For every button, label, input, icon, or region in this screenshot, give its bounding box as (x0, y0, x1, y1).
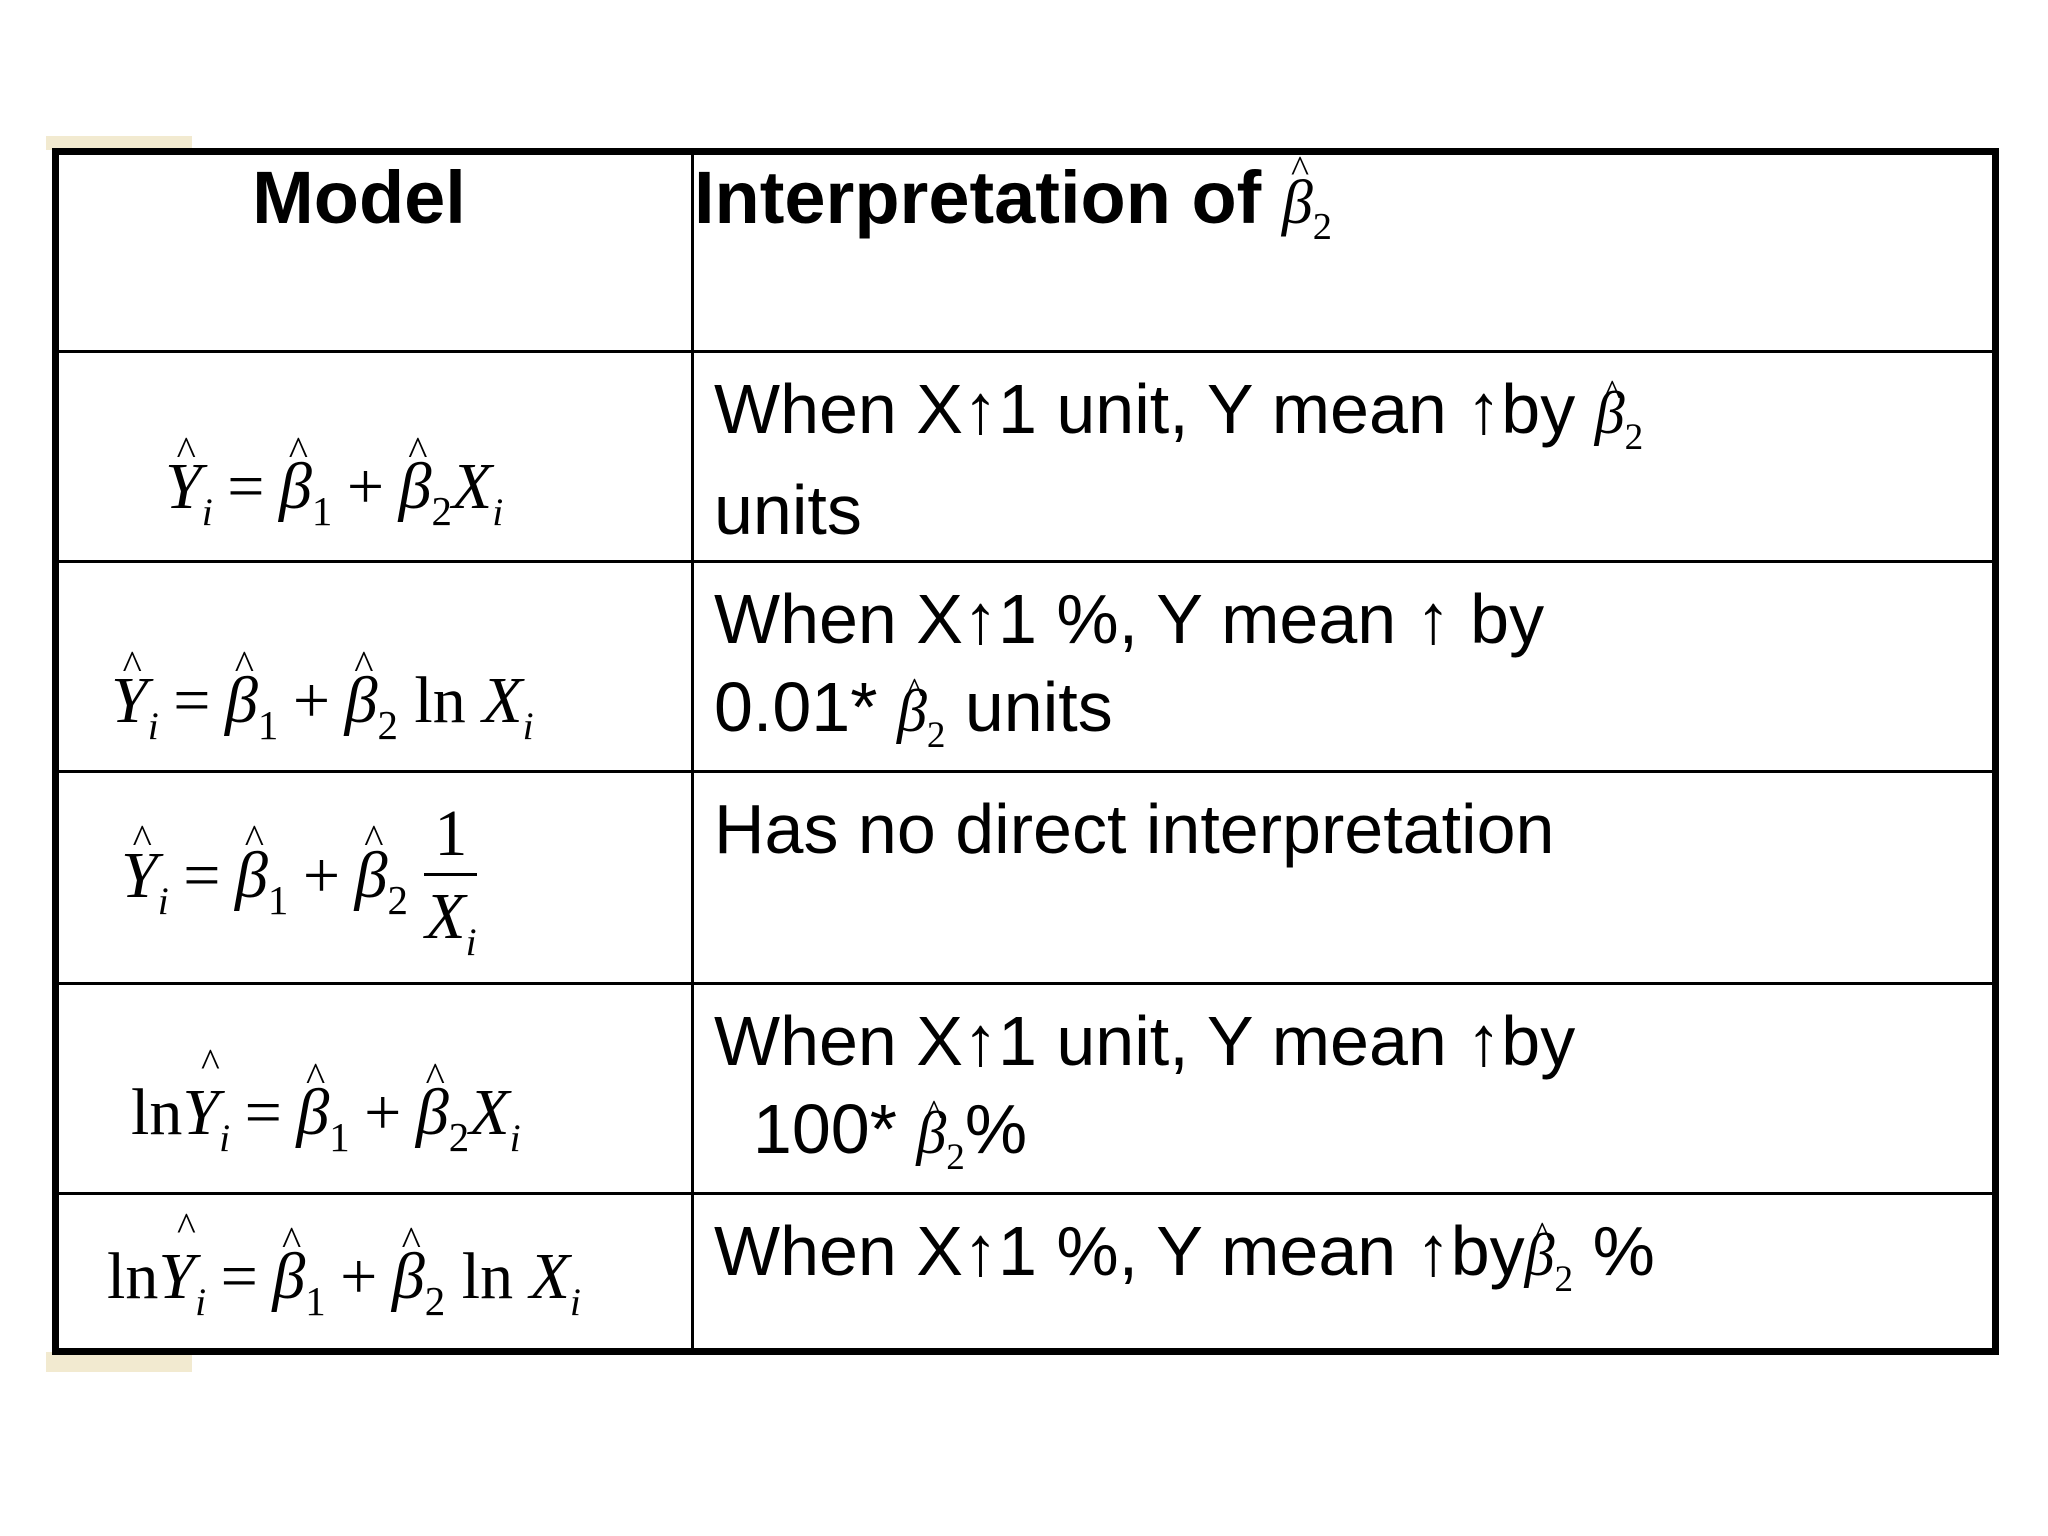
model-cell-lin-log: Yi=β1+β2 ln Xi (54, 560, 694, 773)
beta2-hat-symbol: β2 (897, 678, 945, 756)
table-row: ln^Yi=β1+β2Xi When X↑1 unit, Y mean ↑by … (54, 982, 1997, 1195)
equation-reciprocal: Yi=β1+β2 1Xi (121, 801, 478, 962)
interp-cell-reciprocal: Has no direct interpretation (691, 770, 1997, 985)
beta2-hat-symbol: β2 (1525, 1222, 1573, 1300)
beta2-hat-symbol: β2 (1595, 380, 1643, 458)
beta2-hat-symbol: β2 (916, 1100, 964, 1178)
model-interpretation-table: Model Interpretation of β2 Yi=β1+β2Xi Wh… (52, 148, 1999, 1355)
equation-log-lin: ln^Yi=β1+β2Xi (131, 1040, 521, 1160)
model-cell-lin-lin: Yi=β1+β2Xi (54, 350, 694, 563)
interp-cell-lin-lin: When X↑1 unit, Y mean ↑by β2 units (691, 350, 1997, 563)
header-model: Model (54, 150, 694, 353)
interp-cell-log-log: When X↑1 %, Y mean ↑byβ2 % (691, 1192, 1997, 1353)
equation-log-log: ln^Yi=β1+β2 ln Xi (107, 1204, 581, 1324)
model-cell-log-log: ln^Yi=β1+β2 ln Xi (54, 1192, 694, 1353)
table-header-row: Model Interpretation of β2 (54, 150, 1997, 353)
table-row: ln^Yi=β1+β2 ln Xi When X↑1 %, Y mean ↑by… (54, 1192, 1997, 1353)
beta2-hat-symbol: β2 (1282, 169, 1332, 248)
table-row: Yi=β1+β2Xi When X↑1 unit, Y mean ↑by β2 … (54, 350, 1997, 563)
equation-lin-log: Yi=β1+β2 ln Xi (111, 663, 534, 748)
model-cell-reciprocal: Yi=β1+β2 1Xi (54, 770, 694, 985)
decorative-tab-top (46, 136, 192, 150)
table-row: Yi=β1+β2 ln Xi When X↑1 %, Y mean ↑ by 0… (54, 560, 1997, 773)
table-row: Yi=β1+β2 1Xi Has no direct interpretatio… (54, 770, 1997, 985)
interp-cell-lin-log: When X↑1 %, Y mean ↑ by 0.01* β2 units (691, 560, 1997, 773)
decorative-tab-bottom (46, 1352, 192, 1372)
header-interpretation: Interpretation of β2 (691, 150, 1997, 353)
model-cell-log-lin: ln^Yi=β1+β2Xi (54, 982, 694, 1195)
equation-lin-lin: Yi=β1+β2Xi (165, 449, 503, 534)
interp-cell-log-lin: When X↑1 unit, Y mean ↑by 100* β2% (691, 982, 1997, 1195)
